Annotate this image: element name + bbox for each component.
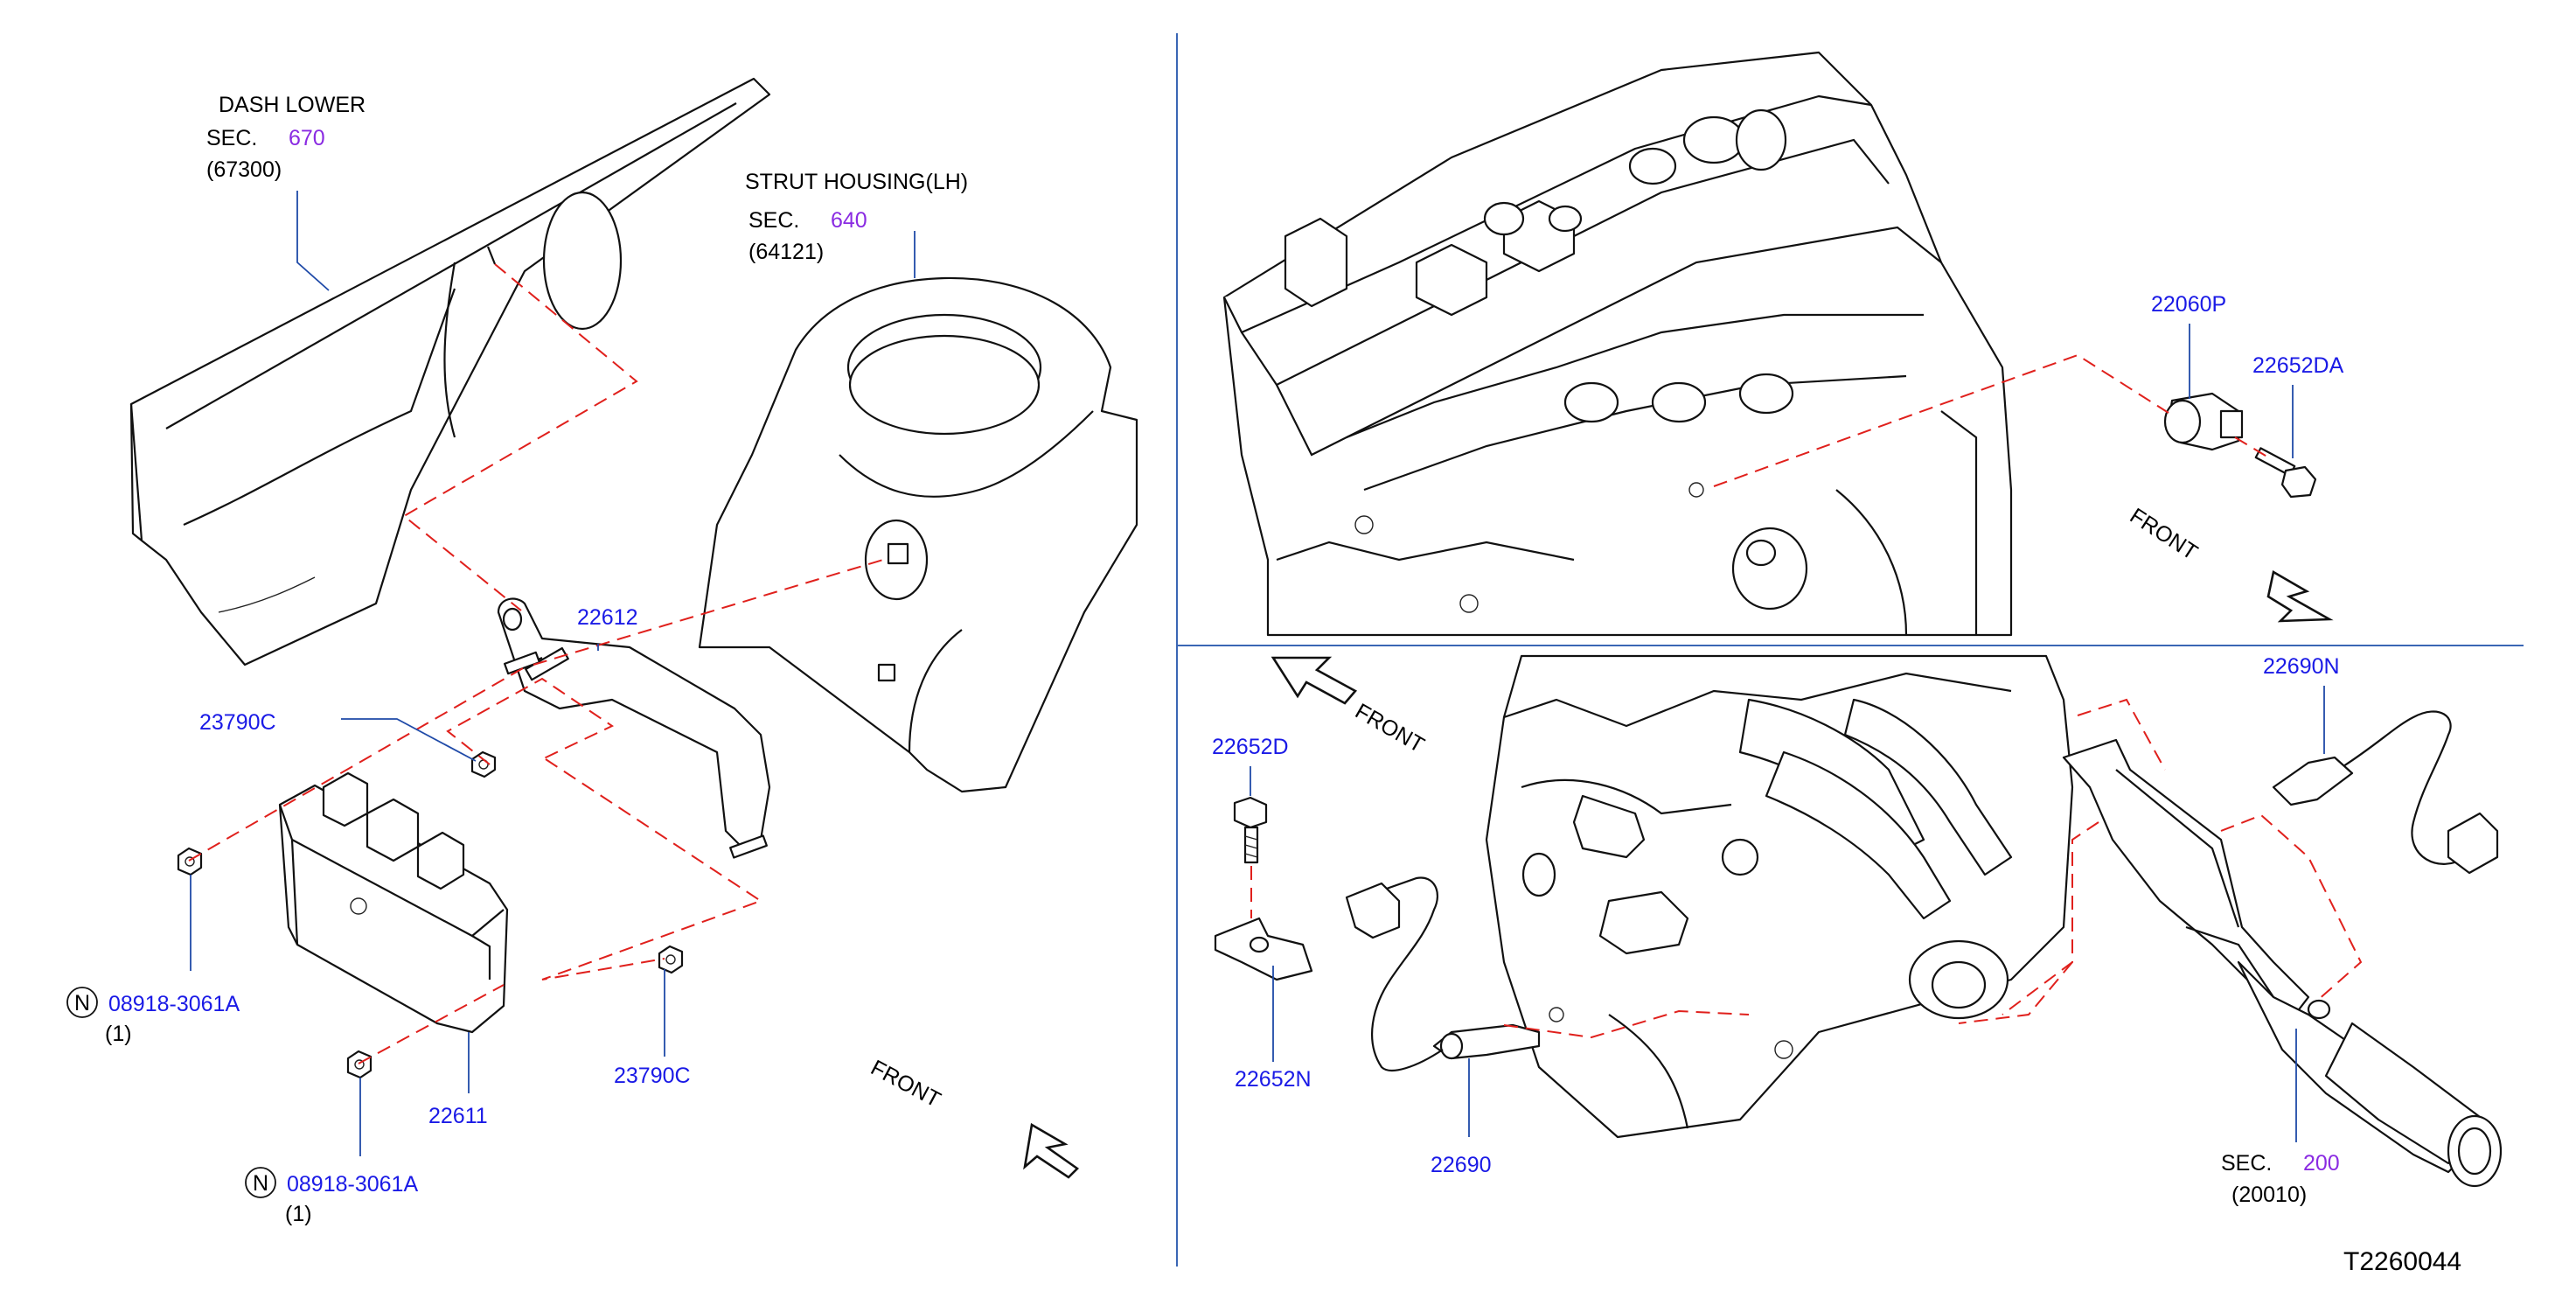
catalytic-converter [2062,738,2503,1188]
strut-housing-code: (64121) [748,240,824,264]
bolt-upper [503,651,541,675]
leader-lines-bottom-right [1250,686,2325,1142]
strut-housing-sec-num[interactable]: 640 [831,208,867,233]
panel-dividers [1176,33,2524,1267]
part-label-22652da[interactable]: 22652DA [2252,353,2344,378]
dash-lower-name: DASH LOWER [219,93,366,117]
diagram-id: T2260044 [2343,1247,2461,1276]
part-label-22652d[interactable]: 22652D [1212,735,1289,759]
part-label-22652n[interactable]: 22652N [1235,1067,1312,1092]
ecm-22611 [278,771,509,1034]
part-label-22611[interactable]: 22611 [428,1104,488,1128]
front-arrow-bottom-right [1271,656,1358,705]
part-label-22690[interactable]: 22690 [1431,1153,1492,1177]
reference-lines-top-right [1713,353,2271,487]
front-arrow-top-right [2266,569,2334,623]
front-label-left: FRONT [867,1056,944,1113]
reference-lines-bottom-right [1250,698,2363,1039]
strut-housing-label: STRUT HOUSING(LH) SEC. 640 (64121) [745,170,968,264]
qty-08918-lower: (1) [285,1202,312,1226]
part-label-08918-lower[interactable]: 08918-3061A [287,1172,418,1197]
part-label-08918-upper-group: N 08918-3061A (1) [66,987,240,1046]
engine-front-view [1485,654,2074,1139]
exhaust-sec-num[interactable]: 200 [2303,1151,2340,1176]
dash-lower-panel [129,77,771,666]
part-label-23790c-upper[interactable]: 23790C [199,710,276,735]
front-arrow-left [1023,1122,1080,1179]
n-mark-lower: N [253,1171,268,1196]
nut-08918-upper [177,847,203,876]
exhaust-sec-code: (20010) [2231,1183,2307,1207]
dash-lower-label: DASH LOWER SEC. 670 (67300) [206,93,366,182]
part-label-08918-upper[interactable]: 08918-3061A [108,992,240,1016]
dash-lower-code: (67300) [206,157,282,182]
ho2-sensor-22690 [1345,876,1541,1071]
bracket-22652n [1214,917,1313,981]
knock-sensor-22060p [2163,392,2244,451]
nut-23790c-lower [658,945,684,974]
strut-housing [698,276,1138,793]
front-label-bottom-right: FRONT [1351,699,1429,757]
dash-lower-sec-num[interactable]: 670 [289,126,325,150]
part-label-22690n[interactable]: 22690N [2263,654,2340,679]
bolt-lower [729,834,768,859]
qty-08918-upper: (1) [105,1022,132,1046]
front-label-top-right: FRONT [2126,504,2202,565]
exhaust-sec-prefix: SEC. [2221,1151,2272,1176]
dash-lower-sec-prefix: SEC. [206,126,257,150]
nut-23790c-upper [470,750,497,778]
part-label-22612[interactable]: 22612 [577,605,638,630]
strut-housing-sec-prefix: SEC. [748,208,799,233]
reference-lines-left [188,263,884,1064]
part-label-22060p[interactable]: 22060P [2151,292,2226,317]
exhaust-sec-label: SEC. 200 (20010) [2221,1151,2340,1207]
nut-08918-lower [346,1050,372,1079]
engine-top-view [1222,51,2013,637]
bolt-22652d [1233,796,1268,864]
part-label-23790c-lower[interactable]: 23790C [614,1064,691,1088]
af-sensor-22690n [2272,710,2499,875]
part-label-08918-lower-group: N 08918-3061A (1) [245,1167,418,1226]
n-mark-upper: N [74,991,90,1015]
leader-lines-left [190,191,916,1156]
strut-housing-name: STRUT HOUSING(LH) [745,170,968,194]
leader-lines-top-right [2189,324,2294,458]
